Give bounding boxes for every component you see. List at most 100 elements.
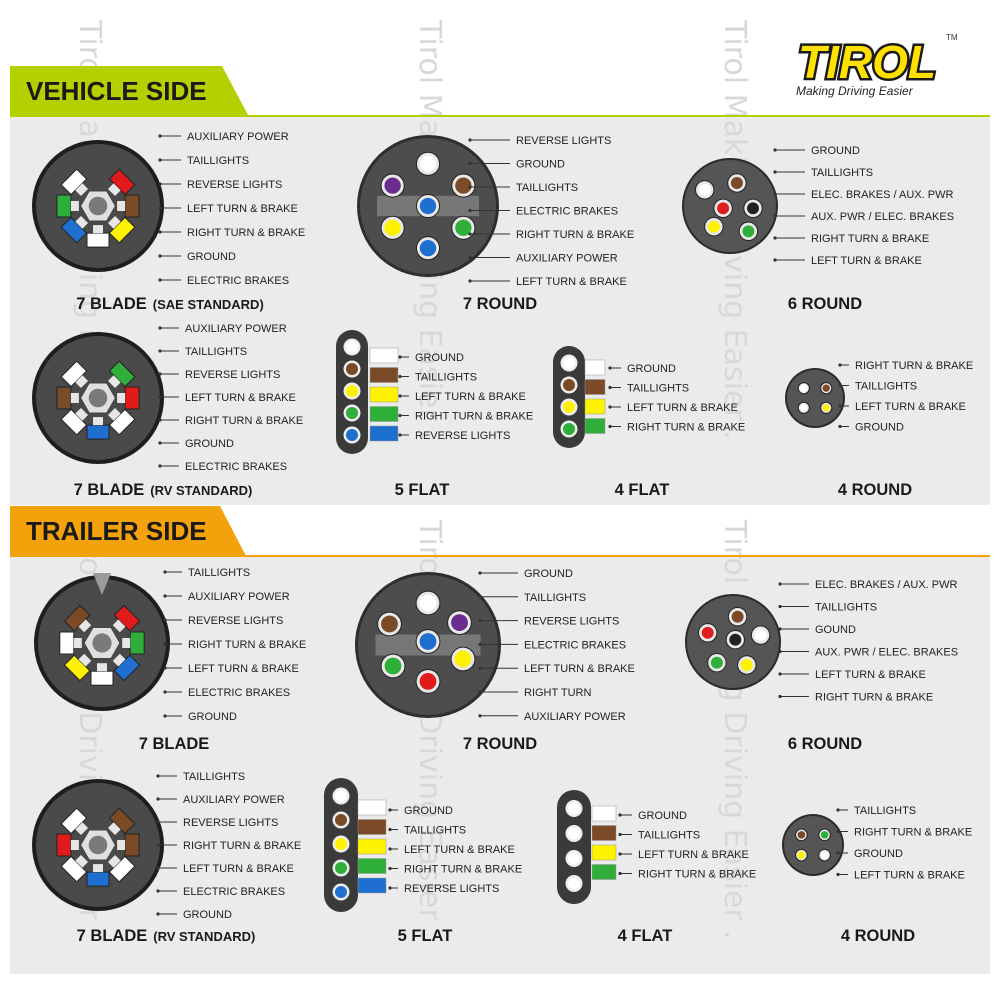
wire-swatch	[591, 805, 617, 822]
pin-color	[710, 656, 723, 669]
wire-label: RIGHT TURN & BRAKE	[183, 840, 301, 852]
wire-label: GROUND	[415, 352, 464, 364]
leader-dot	[468, 279, 472, 283]
flat-pin	[568, 877, 580, 890]
leader-dot	[158, 254, 162, 258]
leader-dot	[388, 886, 392, 890]
center-pin	[92, 633, 112, 653]
wire-label: RIGHT TURN & BRAKE	[188, 639, 306, 651]
leader-dot	[398, 394, 402, 398]
wire-label: LEFT TURN & BRAKE	[811, 255, 922, 267]
wire-swatch	[357, 877, 387, 894]
caption-note: (SAE STANDARD)	[153, 297, 264, 312]
wire-label: LEFT TURN & BRAKE	[854, 870, 965, 882]
pin-color	[820, 851, 829, 859]
flat-pin	[346, 341, 358, 353]
leader-dot	[608, 405, 612, 409]
blade-terminal	[56, 833, 72, 857]
wire-label: LEFT TURN & BRAKE	[415, 391, 526, 403]
wire-swatch	[369, 425, 399, 442]
wire-label: TAILLIGHTS	[815, 602, 877, 614]
leader-dot	[158, 206, 162, 210]
wire-label: LEFT TURN & BRAKE	[183, 863, 294, 875]
pin-color	[419, 240, 437, 257]
wire-label: TAILLIGHTS	[627, 383, 689, 395]
wire-label: GROUND	[854, 848, 903, 860]
flat-pin	[346, 407, 358, 419]
flat-pin	[568, 827, 580, 840]
wire-label: RIGHT TURN & BRAKE	[638, 869, 756, 881]
logo-outline: TIROL	[798, 36, 936, 88]
wire-label: ELECTRIC BRAKES	[187, 275, 289, 287]
blade-screw	[78, 653, 92, 667]
wire-swatch	[591, 864, 617, 880]
leader-dot	[163, 714, 167, 718]
pin-color	[797, 851, 806, 859]
blade-screw	[75, 183, 89, 197]
pin-color	[730, 177, 743, 189]
wire-swatch	[369, 406, 399, 422]
caption-note: (RV STANDARD)	[153, 929, 255, 944]
leader-dot	[163, 594, 167, 598]
leader-dot	[838, 424, 842, 429]
leader-dot	[778, 649, 782, 654]
wire-label: GROUND	[524, 568, 573, 580]
leader-dot	[478, 571, 482, 575]
wire-label: ELECTRIC BRAKES	[183, 886, 285, 898]
leader-dot	[836, 872, 840, 877]
pin-color	[822, 404, 830, 412]
leader-dot	[468, 208, 472, 213]
wire-label: TAILLIGHTS	[187, 155, 249, 167]
pin-color	[800, 404, 808, 412]
wire-label: GROUND	[855, 422, 904, 434]
flat-pin	[563, 423, 575, 435]
wire-swatch	[369, 367, 399, 383]
wire-label: TAILLIGHTS	[638, 830, 700, 842]
leader-dot	[156, 774, 160, 778]
wire-label: AUXILIARY POWER	[188, 591, 290, 603]
wire-label: LEFT TURN & BRAKE	[855, 401, 966, 413]
leader-dot	[163, 642, 167, 646]
key-tab	[93, 573, 111, 595]
wire-label: LEFT TURN & BRAKE	[188, 663, 299, 675]
blade-screw	[73, 638, 82, 649]
flat-pin	[346, 429, 358, 441]
leader-dot	[156, 912, 160, 916]
blade-screw	[75, 407, 89, 421]
flat-housing	[553, 346, 585, 448]
connector-caption: 7 ROUND	[463, 735, 537, 753]
blade-screw	[75, 375, 89, 389]
leader-dot	[163, 618, 167, 622]
housing-face	[784, 816, 842, 874]
wire-label: ELECTRIC BRAKES	[524, 639, 626, 651]
leader-dot	[773, 214, 777, 218]
leader-dot	[158, 418, 162, 422]
wire-label: TAILLIGHTS	[415, 372, 477, 384]
pin-color	[419, 197, 437, 215]
leader-dot	[158, 349, 162, 353]
flat-pin	[346, 363, 358, 375]
leader-dot	[608, 385, 612, 390]
connector-caption: 7 BLADE(SAE STANDARD)	[76, 295, 264, 313]
wire-label: AUXILIARY POWER	[185, 323, 287, 335]
leader-dot	[156, 889, 160, 893]
pin-color	[455, 219, 472, 236]
wire-label: LEFT TURN & BRAKE	[815, 669, 926, 681]
leader-dot	[158, 182, 162, 186]
wire-label: LEFT TURN & BRAKE	[187, 203, 298, 215]
wire-label: TAILLIGHTS	[188, 567, 250, 579]
leader-dot	[618, 813, 622, 817]
leader-dot	[838, 363, 842, 367]
pin-color	[797, 831, 806, 839]
housing-face	[787, 370, 843, 426]
pin-color	[820, 831, 829, 839]
flat-pin	[335, 790, 347, 802]
trailer-6-round: ELEC. BRAKES / AUX. PWRTAILLIGHTSGOUNDAU…	[685, 579, 958, 753]
pin-color	[701, 626, 714, 639]
wire-label: RIGHT TURN & BRAKE	[404, 864, 522, 876]
